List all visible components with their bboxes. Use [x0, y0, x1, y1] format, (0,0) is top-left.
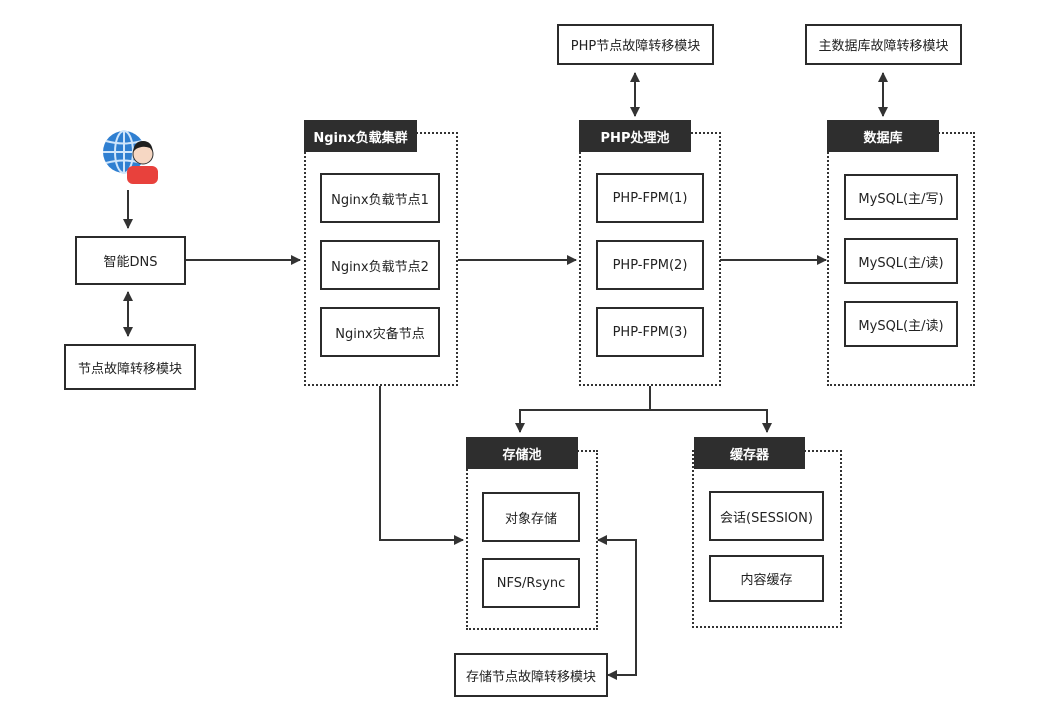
mysql-master-write: MySQL(主/写) [844, 174, 958, 220]
php-fpm-1: PHP-FPM(1) [596, 173, 704, 223]
session-cache-box: 会话(SESSION) [709, 491, 824, 541]
smart-dns-box: 智能DNS [75, 236, 186, 285]
mysql-master-read-2: MySQL(主/读) [844, 301, 958, 347]
db-failover-box: 主数据库故障转移模块 [805, 24, 962, 65]
object-storage-box: 对象存储 [482, 492, 580, 542]
php-fpm-2: PHP-FPM(2) [596, 240, 704, 290]
content-cache-box: 内容缓存 [709, 555, 824, 602]
dns-failover-box: 节点故障转移模块 [64, 344, 196, 390]
nginx-node-2: Nginx负载节点2 [320, 240, 440, 290]
arrow-nginx-to-storage [379, 386, 464, 545]
storage-failover-box: 存储节点故障转移模块 [454, 653, 608, 697]
mysql-master-read-1: MySQL(主/读) [844, 238, 958, 284]
user-globe-icon [100, 128, 162, 188]
arrow-storage-failover [597, 535, 637, 680]
php-fpm-3: PHP-FPM(3) [596, 307, 704, 357]
php-failover-box: PHP节点故障转移模块 [557, 24, 714, 65]
nginx-cluster-title: Nginx负载集群 [304, 120, 417, 152]
cache-title: 缓存器 [694, 437, 805, 469]
arrow-php-to-cache [650, 409, 772, 433]
arrow-php-to-storage [515, 386, 651, 433]
nginx-backup-node: Nginx灾备节点 [320, 307, 440, 357]
nginx-node-1: Nginx负载节点1 [320, 173, 440, 223]
nfs-rsync-box: NFS/Rsync [482, 558, 580, 608]
php-pool-title: PHP处理池 [579, 120, 691, 152]
database-title: 数据库 [827, 120, 939, 152]
storage-pool-title: 存储池 [466, 437, 578, 469]
